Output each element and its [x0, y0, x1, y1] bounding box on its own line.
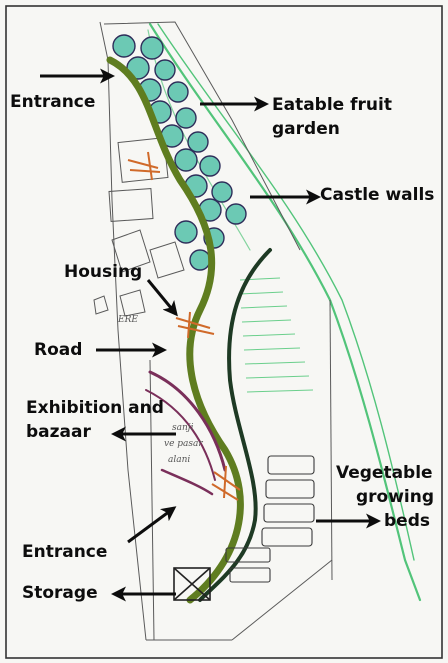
label-vegetable-line1: Vegetable [336, 463, 433, 483]
bazaar-sketch-note-3: alani [168, 455, 190, 465]
label-exhibition-line2: bazaar [26, 422, 91, 442]
housing-sketch-note: ERE [117, 315, 138, 325]
bazaar-sketch-note-2: ve pasar [164, 439, 203, 449]
label-vegetable-line2: growing [356, 487, 434, 507]
label-castle-walls: Castle walls [320, 185, 434, 205]
label-road: Road [34, 340, 82, 360]
label-fruit-garden-line1: Eatable fruit [272, 95, 392, 115]
label-vegetable-line3: beds [384, 511, 430, 531]
label-fruit-garden-line2: garden [272, 119, 340, 139]
label-housing: Housing [64, 262, 142, 282]
label-entrance-top: Entrance [10, 92, 95, 112]
label-exhibition-line1: Exhibition and [26, 398, 164, 418]
bazaar-sketch-note-1: sanji [172, 423, 194, 433]
label-entrance-bottom: Entrance [22, 542, 107, 562]
label-storage: Storage [22, 583, 98, 603]
